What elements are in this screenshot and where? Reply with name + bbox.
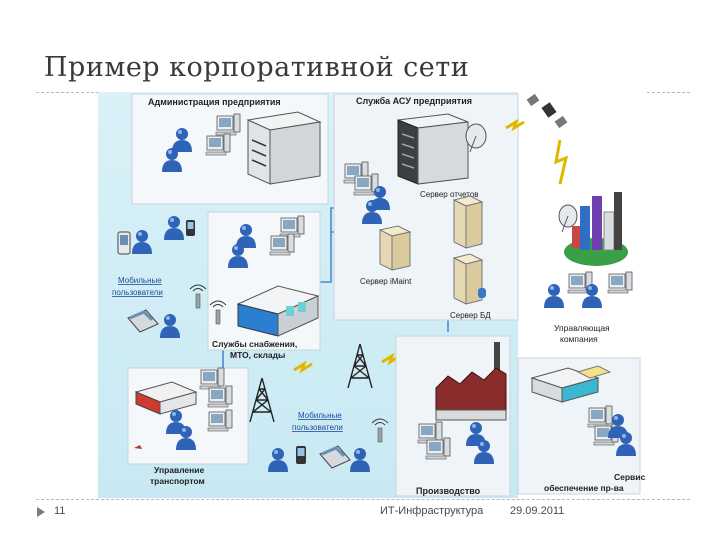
svg-text:Мобильные: Мобильные	[298, 411, 342, 420]
svg-text:пользователи: пользователи	[112, 288, 163, 297]
footer-date: 29.09.2011	[510, 505, 565, 517]
svg-text:Администрация предприятия: Администрация предприятия	[148, 97, 281, 107]
satellite-link-icon	[554, 139, 569, 185]
warehouse-icon	[236, 285, 320, 337]
page-marker-icon	[37, 507, 45, 517]
footer-center-text: ИТ-Инфраструктура	[380, 505, 484, 517]
svg-text:Службы снабжения,: Службы снабжения,	[212, 339, 297, 349]
zone-administration: Администрация предприятия	[131, 93, 329, 205]
page-number: 11	[54, 505, 66, 517]
mobile-users-center: Мобильные пользователи	[268, 411, 417, 472]
svg-text:МТО, склады: МТО, склады	[230, 350, 285, 360]
zone-transport: Управление транспортом	[127, 367, 249, 486]
service-pc-icon	[587, 405, 613, 428]
zone-management-company: Управляющая компания	[544, 192, 633, 344]
zone-production: Производство	[395, 335, 511, 497]
svg-text:компания: компания	[560, 334, 598, 344]
transport-pc-icon	[199, 367, 225, 390]
admin-server-icon	[246, 111, 322, 185]
production-pc-icon	[425, 437, 451, 460]
supply-pc-icon	[269, 233, 295, 256]
svg-text:Управление: Управление	[154, 465, 205, 475]
svg-text:Служба АСУ предприятия: Служба АСУ предприятия	[356, 96, 472, 106]
imaint-server-icon	[378, 225, 412, 271]
svg-text:Сервер iMaint: Сервер iMaint	[360, 277, 412, 286]
mobile-users-left: Мобильные пользователи	[112, 216, 227, 338]
db-server-icon-top	[452, 195, 484, 249]
svg-text:обеспечение пр-ва: обеспечение пр-ва	[544, 483, 624, 493]
mgmt-pc-icon	[607, 271, 633, 294]
factory-icon	[435, 342, 507, 421]
reports-server-icon	[397, 113, 469, 185]
svg-text:Сервис,: Сервис,	[614, 472, 646, 482]
pda-icon	[117, 231, 131, 255]
zone-supply: Службы снабжения, МТО, склады	[207, 211, 321, 360]
db-server-icon	[452, 253, 486, 305]
svg-text:Производство: Производство	[416, 486, 481, 496]
service-building-icon	[530, 365, 612, 403]
svg-text:Сервер БД: Сервер БД	[450, 311, 491, 320]
transport-pc-icon	[207, 385, 233, 408]
admin-pc-icon	[205, 133, 231, 156]
satellite-dish-icon	[558, 204, 578, 233]
network-diagram: Администрация предприятия Служба АСУ пре…	[98, 92, 646, 498]
satellite-dish-icon	[465, 123, 487, 153]
zone-service: Сервис, обеспечение пр-ва	[517, 357, 646, 495]
bottom-divider	[36, 499, 690, 500]
slide-title: Пример корпоративной сети	[44, 52, 470, 83]
svg-text:транспортом: транспортом	[150, 476, 205, 486]
svg-text:Управляющая: Управляющая	[554, 323, 610, 333]
laptop-icon	[127, 309, 159, 333]
svg-text:Мобильные: Мобильные	[118, 276, 162, 285]
admin-pc-icon	[215, 113, 241, 136]
truck-icon	[134, 381, 198, 415]
svg-text:Сервер отчетов: Сервер отчетов	[420, 190, 479, 199]
satellite-icon	[526, 93, 568, 129]
phone-icon	[186, 220, 195, 236]
city-buildings-icon	[564, 192, 628, 266]
transport-pc-icon	[207, 409, 233, 432]
phone-icon	[296, 446, 306, 464]
svg-text:пользователи: пользователи	[292, 423, 343, 432]
zone-asu: Служба АСУ предприятия Сервер отчетов Се…	[333, 93, 519, 321]
laptop-icon	[319, 445, 351, 469]
